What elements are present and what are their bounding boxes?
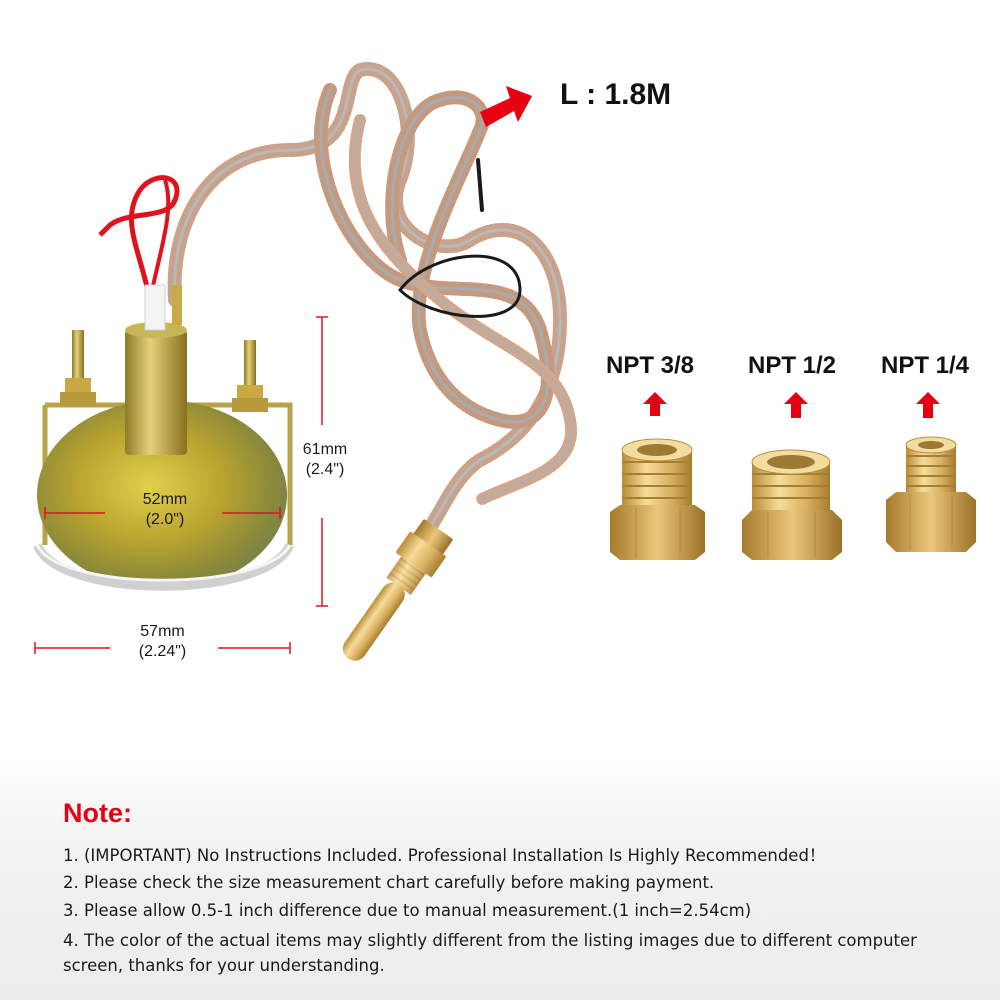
adapter-npt-1-4 [886, 436, 976, 552]
width-in: (2.24") [138, 643, 187, 660]
temperature-probe [342, 519, 453, 661]
note-item-1: 1. (IMPORTANT) No Instructions Included.… [63, 846, 826, 865]
note-item-3: 3. Please allow 0.5-1 inch difference du… [63, 901, 752, 920]
adapter-label-npt-3-8: NPT 3/8 [606, 352, 695, 379]
capillary-coil [167, 62, 578, 547]
cable-length-label: L : 1.8M [560, 78, 672, 111]
height-mm: 61mm [302, 441, 348, 458]
gauge-body [32, 284, 295, 591]
face-dimension: 52mm (2.0") [125, 490, 205, 530]
dimension-lines [34, 316, 328, 654]
adapter-npt-1-2 [742, 449, 842, 560]
note-item-4: 4. The color of the actual items may sli… [63, 931, 917, 975]
height-in: (2.4") [305, 461, 345, 478]
adapter-label-npt-1-4: NPT 1/4 [881, 352, 970, 379]
face-in: (2.0") [145, 511, 185, 528]
adapter-label-npt-1-2: NPT 1/2 [748, 352, 837, 379]
width-mm: 57mm [140, 623, 185, 640]
red-wire [98, 175, 180, 301]
note-item-2: 2. Please check the size measurement cha… [63, 873, 715, 892]
notes-title: Note: [63, 798, 132, 828]
face-mm: 52mm [142, 491, 188, 508]
adapter-npt-3-8 [610, 438, 705, 560]
notes-section: Note: 1. (IMPORTANT) No Instructions Inc… [0, 760, 1000, 1000]
height-dimension: 61mm (2.4") [290, 440, 360, 480]
product-illustration [32, 62, 976, 661]
width-dimension: 57mm (2.24") [120, 622, 205, 662]
arrow-icon [480, 86, 940, 418]
